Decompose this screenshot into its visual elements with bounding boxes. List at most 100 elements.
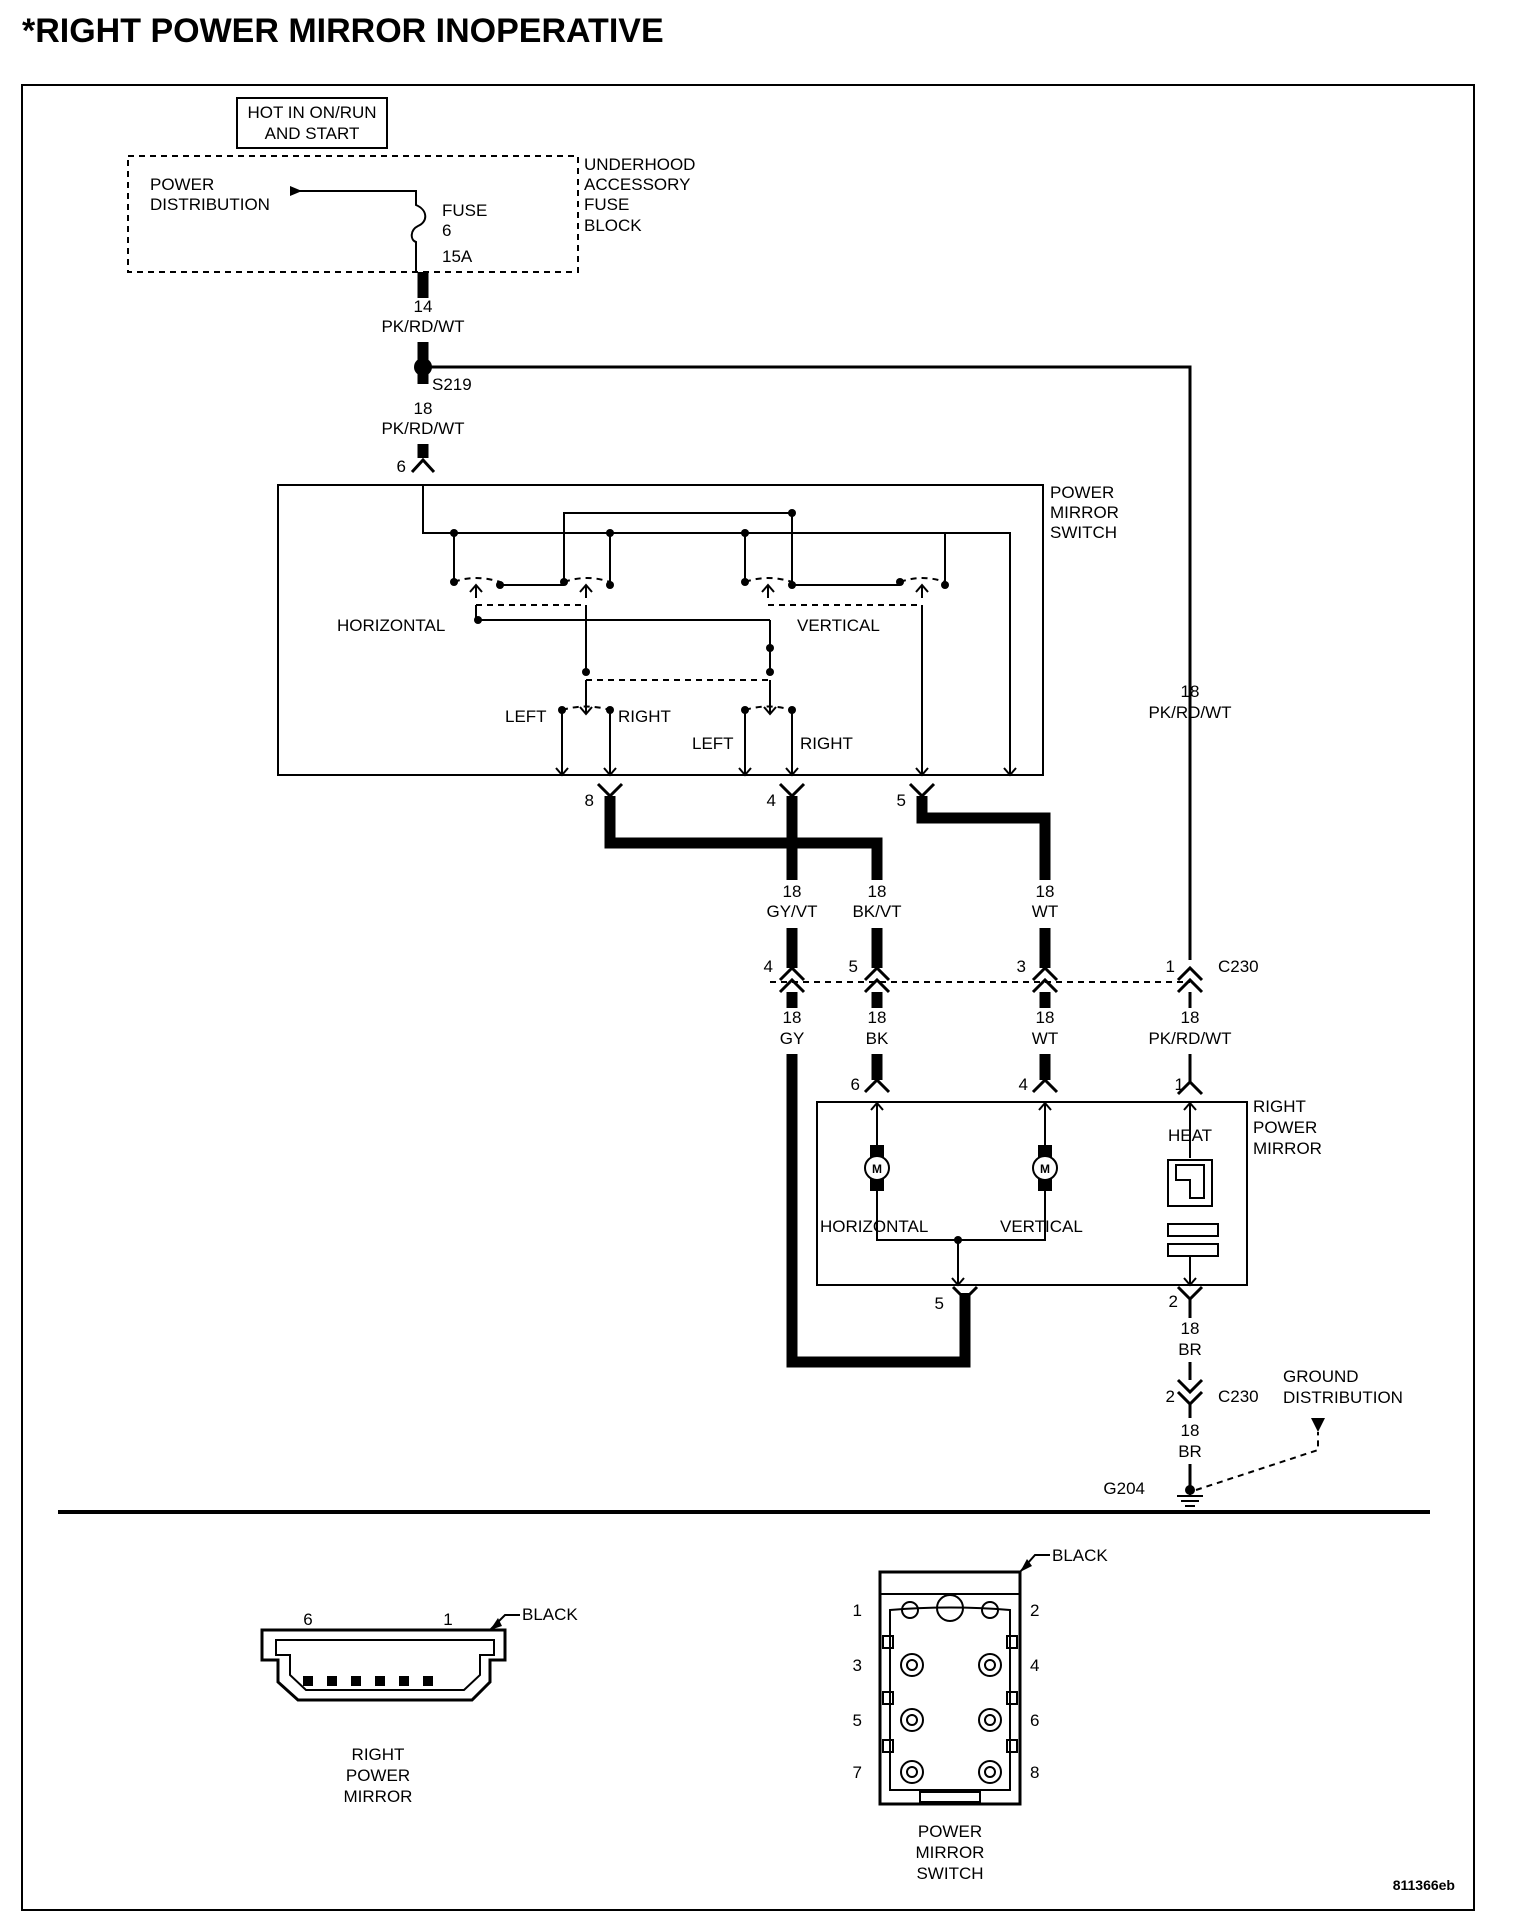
wire-br2-gauge: 18 [1181, 1421, 1200, 1440]
mirror-pin-5-label: 5 [935, 1294, 944, 1313]
switch-connector-name-2: MIRROR [916, 1843, 985, 1862]
fuse-block-name-3: FUSE [584, 195, 629, 214]
ground-distribution-arrow-icon [1311, 1418, 1325, 1432]
wire-heat-feed-gauge: 18 [1181, 682, 1200, 701]
mirror-horizontal-label: HORIZONTAL [820, 1217, 928, 1236]
fuse-rating: 15A [442, 247, 473, 266]
diagram-title: *RIGHT POWER MIRROR INOPERATIVE [22, 12, 664, 50]
wire-pk2-gauge: 18 [1181, 1008, 1200, 1027]
hot-in-line-1: HOT IN ON/RUN [247, 103, 376, 122]
wire-heat-feed-color: PK/RD/WT [1148, 703, 1231, 722]
mirror-vertical-label: VERTICAL [1000, 1217, 1083, 1236]
c230-pin-2: 2 [1166, 1387, 1175, 1406]
heater-grid-icon [1167, 1159, 1219, 1287]
switch-connector-pin-3: 3 [853, 1656, 862, 1675]
mirror-connector-pin-1: 1 [443, 1610, 452, 1629]
switch-name-3: SWITCH [1050, 523, 1117, 542]
mirror-connector-name-3: MIRROR [344, 1787, 413, 1806]
switch-connector-pin-2: 2 [1030, 1601, 1039, 1620]
switch-connector-name-1: POWER [918, 1822, 982, 1841]
switch-connector-pin-6: 6 [1030, 1711, 1039, 1730]
ground-distribution-line-2: DISTRIBUTION [1283, 1388, 1403, 1407]
wire-pk2-color: PK/RD/WT [1148, 1029, 1231, 1048]
mirror-connector-name-1: RIGHT [352, 1745, 405, 1764]
mirror-name-3: MIRROR [1253, 1139, 1322, 1158]
switch-connector-pin-8: 8 [1030, 1763, 1039, 1782]
mirror-pin-5-connector [951, 1285, 979, 1302]
c230-pin-4: 4 [764, 957, 773, 976]
switch-name-1: POWER [1050, 483, 1114, 502]
wire-bk-color: BK [866, 1029, 889, 1048]
wire-br2-color: BR [1178, 1442, 1202, 1461]
fuse-block-name-4: BLOCK [584, 216, 642, 235]
mirror-pin-2-connector [1176, 1285, 1204, 1302]
wire-wt2-gauge: 18 [1036, 1008, 1055, 1027]
figure-id: 811366eb [1393, 1877, 1455, 1893]
switch-connector-pin-5: 5 [853, 1711, 862, 1730]
vertical-motor-letter: M [1040, 1162, 1050, 1176]
mirror-name-2: POWER [1253, 1118, 1317, 1137]
wire-heat-feed [423, 365, 1192, 960]
wire-switch-feed-color: PK/RD/WT [381, 419, 464, 438]
connector-view-power-mirror-switch: 1 2 3 4 5 6 7 8 BLACK POWER MIRROR SWITC… [853, 1546, 1109, 1883]
switch-name-2: MIRROR [1050, 503, 1119, 522]
switch-pin-8-label: 8 [585, 791, 594, 810]
wire-wt-gauge: 18 [1036, 882, 1055, 901]
wire-br-color: BR [1178, 1340, 1202, 1359]
wire-wt-color: WT [1032, 902, 1058, 921]
mirror-connector-name-2: POWER [346, 1766, 410, 1785]
mirror-pin-4-connector [1031, 1077, 1059, 1094]
switch-left-2: LEFT [692, 734, 734, 753]
mirror-name-1: RIGHT [1253, 1097, 1306, 1116]
connector-c230: 4 5 3 1 C230 [764, 957, 1259, 994]
horizontal-motor-letter: M [872, 1162, 882, 1176]
switch-pin-8-connector [596, 782, 624, 799]
mirror-connector-pin-6: 6 [303, 1610, 312, 1629]
hot-in-label-box: HOT IN ON/RUN AND START [236, 97, 388, 149]
wire-bkvt-color: BK/VT [852, 902, 901, 921]
switch-right-1: RIGHT [618, 707, 671, 726]
c230-pin-1: 1 [1166, 957, 1175, 976]
mirror-pin-6-label: 6 [851, 1075, 860, 1094]
right-power-mirror: RIGHT POWER MIRROR M M HORIZONTAL VERTIC… [816, 1097, 1322, 1287]
fuse-block-name-1: UNDERHOOD [584, 155, 695, 174]
wire-gy-gauge: 18 [783, 1008, 802, 1027]
wire-wt2-color: WT [1032, 1029, 1058, 1048]
switch-pin-4-connector [778, 782, 806, 799]
switch-vertical-label: VERTICAL [797, 616, 880, 635]
ground-distribution-line-1: GROUND [1283, 1367, 1359, 1386]
splice-label: S219 [432, 375, 472, 394]
mirror-pin-6-connector [863, 1077, 891, 1094]
hot-in-line-2: AND START [265, 124, 360, 143]
switch-pin-5-label: 5 [897, 791, 906, 810]
switch-connector-pin-4: 4 [1030, 1656, 1039, 1675]
wire-fuse-out-color: PK/RD/WT [381, 317, 464, 336]
wire-gyvt-color: GY/VT [766, 902, 817, 921]
wire-bkvt [604, 796, 883, 880]
power-mirror-switch: POWER MIRROR SWITCH HORIZONTAL VERTICAL [277, 483, 1119, 777]
switch-pin-6-connector [410, 457, 436, 474]
switch-connector-pin-1: 1 [853, 1601, 862, 1620]
heat-label: HEAT [1168, 1126, 1212, 1145]
mirror-pin-4-label: 4 [1019, 1075, 1028, 1094]
fuse-block-name-2: ACCESSORY [584, 175, 690, 194]
horizontal-motor-icon: M [864, 1145, 890, 1191]
wire-bk-gauge: 18 [868, 1008, 887, 1027]
vertical-motor-icon: M [1032, 1145, 1058, 1191]
connector-view-right-power-mirror: 6 1 BLACK RIGHT POWER MIRROR [260, 1605, 578, 1806]
switch-connector-color: BLACK [1052, 1546, 1108, 1565]
wire-br-gauge: 18 [1181, 1319, 1200, 1338]
connector-c230-ground: 2 C230 [1166, 1378, 1259, 1407]
switch-horizontal-label: HORIZONTAL [337, 616, 445, 635]
mirror-pin-2-label: 2 [1169, 1292, 1178, 1311]
wire-gy-color: GY [780, 1029, 805, 1048]
switch-connector-name-3: SWITCH [916, 1864, 983, 1883]
c230-pin-5: 5 [849, 957, 858, 976]
switch-pin-4-label: 4 [767, 791, 776, 810]
wire-wt [916, 796, 1051, 880]
diagram-frame [21, 84, 1475, 1911]
c230-label: C230 [1218, 957, 1259, 976]
power-distribution-line-2: DISTRIBUTION [150, 195, 270, 214]
wire-gy [786, 1054, 971, 1368]
wire-bkvt-gauge: 18 [868, 882, 887, 901]
